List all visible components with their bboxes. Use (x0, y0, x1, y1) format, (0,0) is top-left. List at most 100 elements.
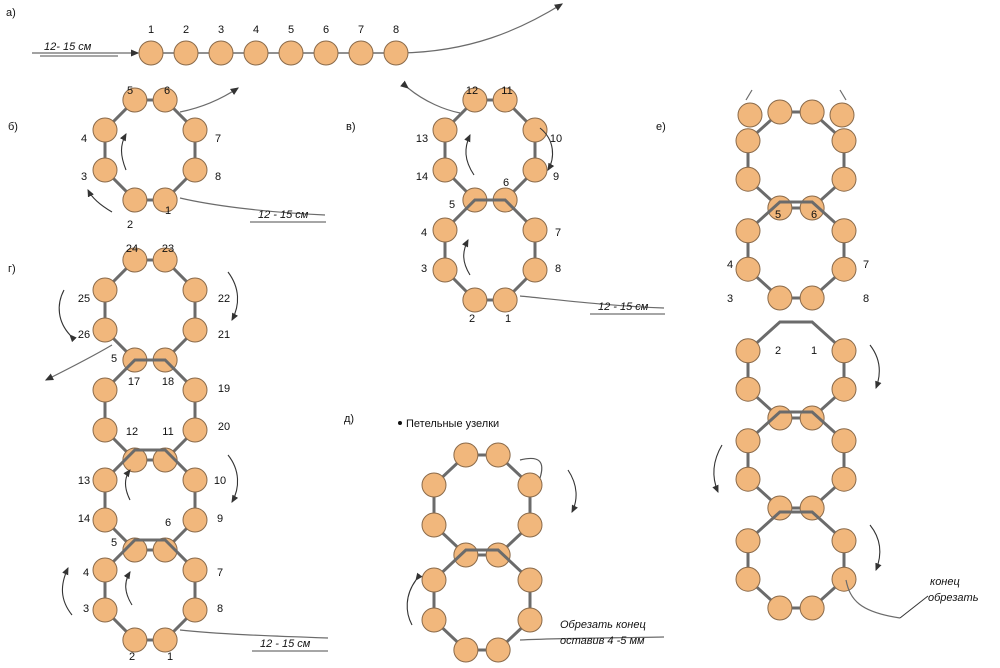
ring-d1-bead (517, 512, 543, 538)
ring-v-bot-thread (443, 198, 537, 302)
ring-g1-bead (152, 247, 178, 273)
bead-a (348, 40, 374, 66)
ring-d-bottom (421, 548, 543, 663)
bead-number-g: 9 (217, 513, 223, 525)
ring-v-bot-bead (462, 287, 488, 313)
bead-number-a: 7 (358, 24, 364, 36)
ring-g1-bead (122, 247, 148, 273)
bead-number-g: 4 (83, 567, 89, 579)
arrow-v-up2 (462, 239, 471, 276)
ring-e5-bead (735, 528, 761, 554)
bead-number-g: 25 (78, 293, 90, 305)
ring-e3-bead (831, 338, 857, 364)
ring-d2-bead (421, 567, 447, 593)
knot-legend-dot (398, 421, 402, 425)
ring-b-bead (152, 187, 178, 213)
bead-number-b: 1 (165, 205, 171, 217)
bead-number-e: 1 (811, 345, 817, 357)
ring-g4-thread (103, 538, 197, 642)
ring-d2-bead (453, 637, 479, 663)
bead-number-b: 7 (215, 133, 221, 145)
bead-e-top (829, 102, 855, 128)
thread-a-out (399, 3, 564, 54)
bead-number-g: 24 (126, 243, 138, 255)
bead-number-g: 7 (217, 567, 223, 579)
ring-g2-bead (92, 417, 118, 443)
ring-e5-bead (735, 566, 761, 592)
bead-number-e: 6 (811, 209, 817, 221)
ring-g1-bead (92, 317, 118, 343)
ring-e2-bead (831, 218, 857, 244)
ring-d2-bead (517, 607, 543, 633)
thread-b-in (179, 197, 326, 216)
ring-d1-bead (485, 542, 511, 568)
bead-number-v: 1 (505, 313, 511, 325)
ring-d2-bead (485, 637, 511, 663)
ring-e-1 (735, 99, 857, 221)
bead-number-g: 11 (162, 426, 173, 438)
thread-d-tail (519, 457, 543, 479)
bead-number-v: 7 (555, 227, 561, 239)
ring-v-top-bead (432, 157, 458, 183)
thread-v-out (400, 80, 461, 114)
ring-d1-thread (432, 453, 532, 557)
panel-d: д) Петельные узелки Обрезать конец остав… (344, 413, 665, 663)
bead-number-e: 8 (863, 293, 869, 305)
ring-e4-thread (746, 410, 846, 510)
ring-g4-bead (152, 627, 178, 653)
bead-number-b: 8 (215, 171, 221, 183)
bead-number-g: 17 (128, 376, 140, 388)
bead-number-b: 6 (164, 85, 170, 97)
ring-e5-bead (831, 528, 857, 554)
ring-v-bot-bead (432, 257, 458, 283)
ring-b-bead (92, 117, 118, 143)
ring-e2-bead (735, 256, 761, 282)
ring-v-bottom (432, 198, 548, 313)
ring-e-3 (735, 320, 857, 431)
ring-b-thread (103, 98, 197, 202)
cut-note-1: Обрезать конец (560, 619, 646, 631)
bead-number-g: 12 (126, 426, 138, 438)
bead-number-v: 2 (469, 313, 475, 325)
panel-e-label: е) (656, 121, 666, 133)
arrow-e-1 (869, 344, 882, 390)
tail-length-v: 12 - 15 см (598, 301, 649, 313)
panel-v-label: в) (346, 121, 356, 133)
bead-number-g: 3 (83, 603, 89, 615)
bead-e-top (737, 102, 763, 128)
arrow-g-tl (58, 289, 77, 343)
ring-g2-bead (92, 377, 118, 403)
ring-e2-thread (746, 200, 846, 300)
bead-a (278, 40, 304, 66)
bead-a (173, 40, 199, 66)
bead-number-a: 4 (253, 24, 259, 36)
bead-number-e: 7 (863, 259, 869, 271)
ring-v-bot-bead (492, 287, 518, 313)
leader-e (899, 595, 929, 619)
bead-number-g: 5 (111, 353, 117, 365)
ring-v-top-bead (492, 87, 518, 113)
bead-number-v: 5 (449, 199, 455, 211)
ring-v-top-bead (522, 157, 548, 183)
bead-number-b: 3 (81, 171, 87, 183)
ring-v-top-bead (522, 117, 548, 143)
ring-v-top-thread (443, 98, 537, 202)
thread-g-out (44, 344, 113, 381)
thread-e-top-right (839, 89, 847, 101)
ring-v-top-bead (462, 87, 488, 113)
end-note-1: конец (930, 576, 960, 588)
ring-d1-bead (453, 542, 479, 568)
bead-number-e: 3 (727, 293, 733, 305)
ring-b-bead (182, 157, 208, 183)
ring-d1-bead (421, 512, 447, 538)
ring-g3-bead (182, 507, 208, 533)
panel-g-label: г) (8, 263, 16, 275)
ring-g3-bead (182, 467, 208, 493)
ring-g-bottom (92, 538, 208, 653)
bead-number-v: 10 (550, 133, 562, 145)
bead-number-a: 3 (218, 24, 224, 36)
arrow-d-r (567, 469, 578, 513)
